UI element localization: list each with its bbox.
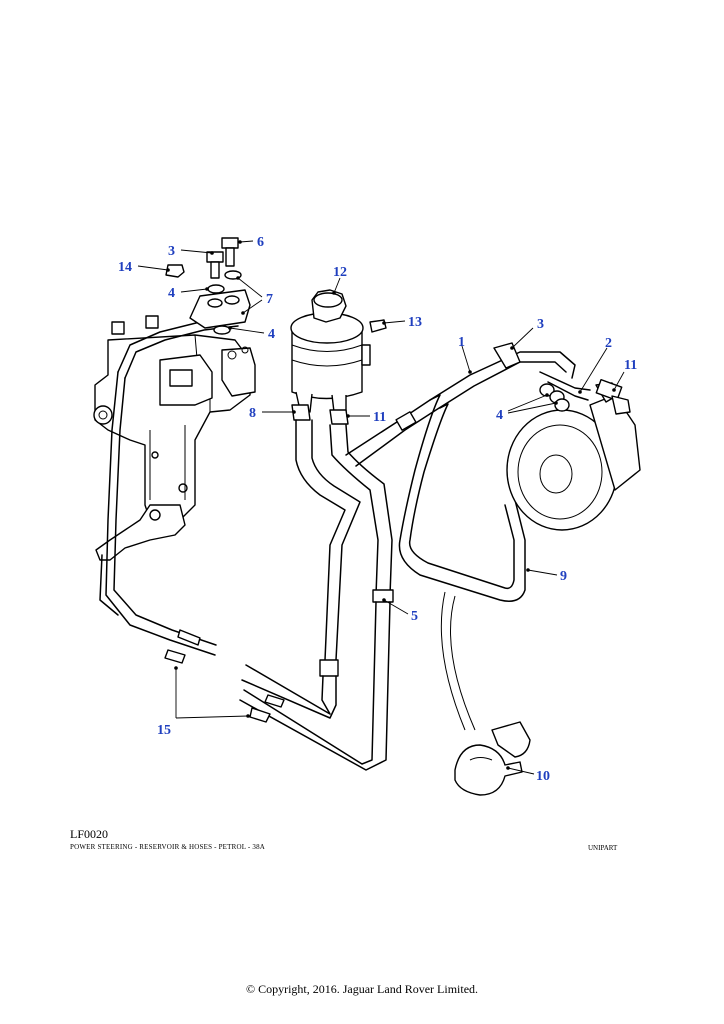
- callout-10: 10: [536, 769, 550, 784]
- callout-11: 11: [624, 358, 637, 373]
- callout-3: 3: [537, 317, 544, 332]
- callout-4: 4: [168, 286, 175, 301]
- callout-1: 1: [458, 335, 465, 350]
- copyright-notice: © Copyright, 2016. Jaguar Land Rover Lim…: [245, 982, 479, 996]
- callout-labels: 6 3 14 4 7 4 12 13 8 11 1 3 2 11 4 9 5 1…: [118, 235, 637, 784]
- reservoir: [290, 289, 387, 425]
- brand-label: UNIPART: [588, 844, 618, 852]
- callout-4: 4: [496, 408, 503, 423]
- figure-code: LF0020: [70, 827, 109, 841]
- callout-9: 9: [560, 569, 567, 584]
- callout-2: 2: [605, 336, 612, 351]
- callout-14: 14: [118, 260, 132, 275]
- steering-box: [93, 315, 256, 561]
- leader-lines: [137, 240, 625, 775]
- reservoir-hoses: [239, 419, 394, 771]
- callout-12: 12: [333, 265, 347, 280]
- callout-3: 3: [168, 244, 175, 259]
- callout-8: 8: [249, 406, 256, 421]
- hose-clip: [454, 721, 531, 796]
- callout-15: 15: [157, 723, 171, 738]
- callout-11: 11: [373, 410, 386, 425]
- steering-box-pipes: [99, 317, 239, 664]
- bolts-and-washers: [165, 237, 251, 335]
- callout-5: 5: [411, 609, 418, 624]
- callout-7: 7: [266, 292, 273, 307]
- figure-title: POWER STEERING - RESERVOIR & HOSES - PET…: [70, 843, 266, 851]
- pressure-hose-loop: [345, 351, 576, 731]
- pump: [493, 342, 641, 531]
- callout-6: 6: [257, 235, 264, 250]
- callout-13: 13: [408, 315, 422, 330]
- callout-4: 4: [268, 327, 275, 342]
